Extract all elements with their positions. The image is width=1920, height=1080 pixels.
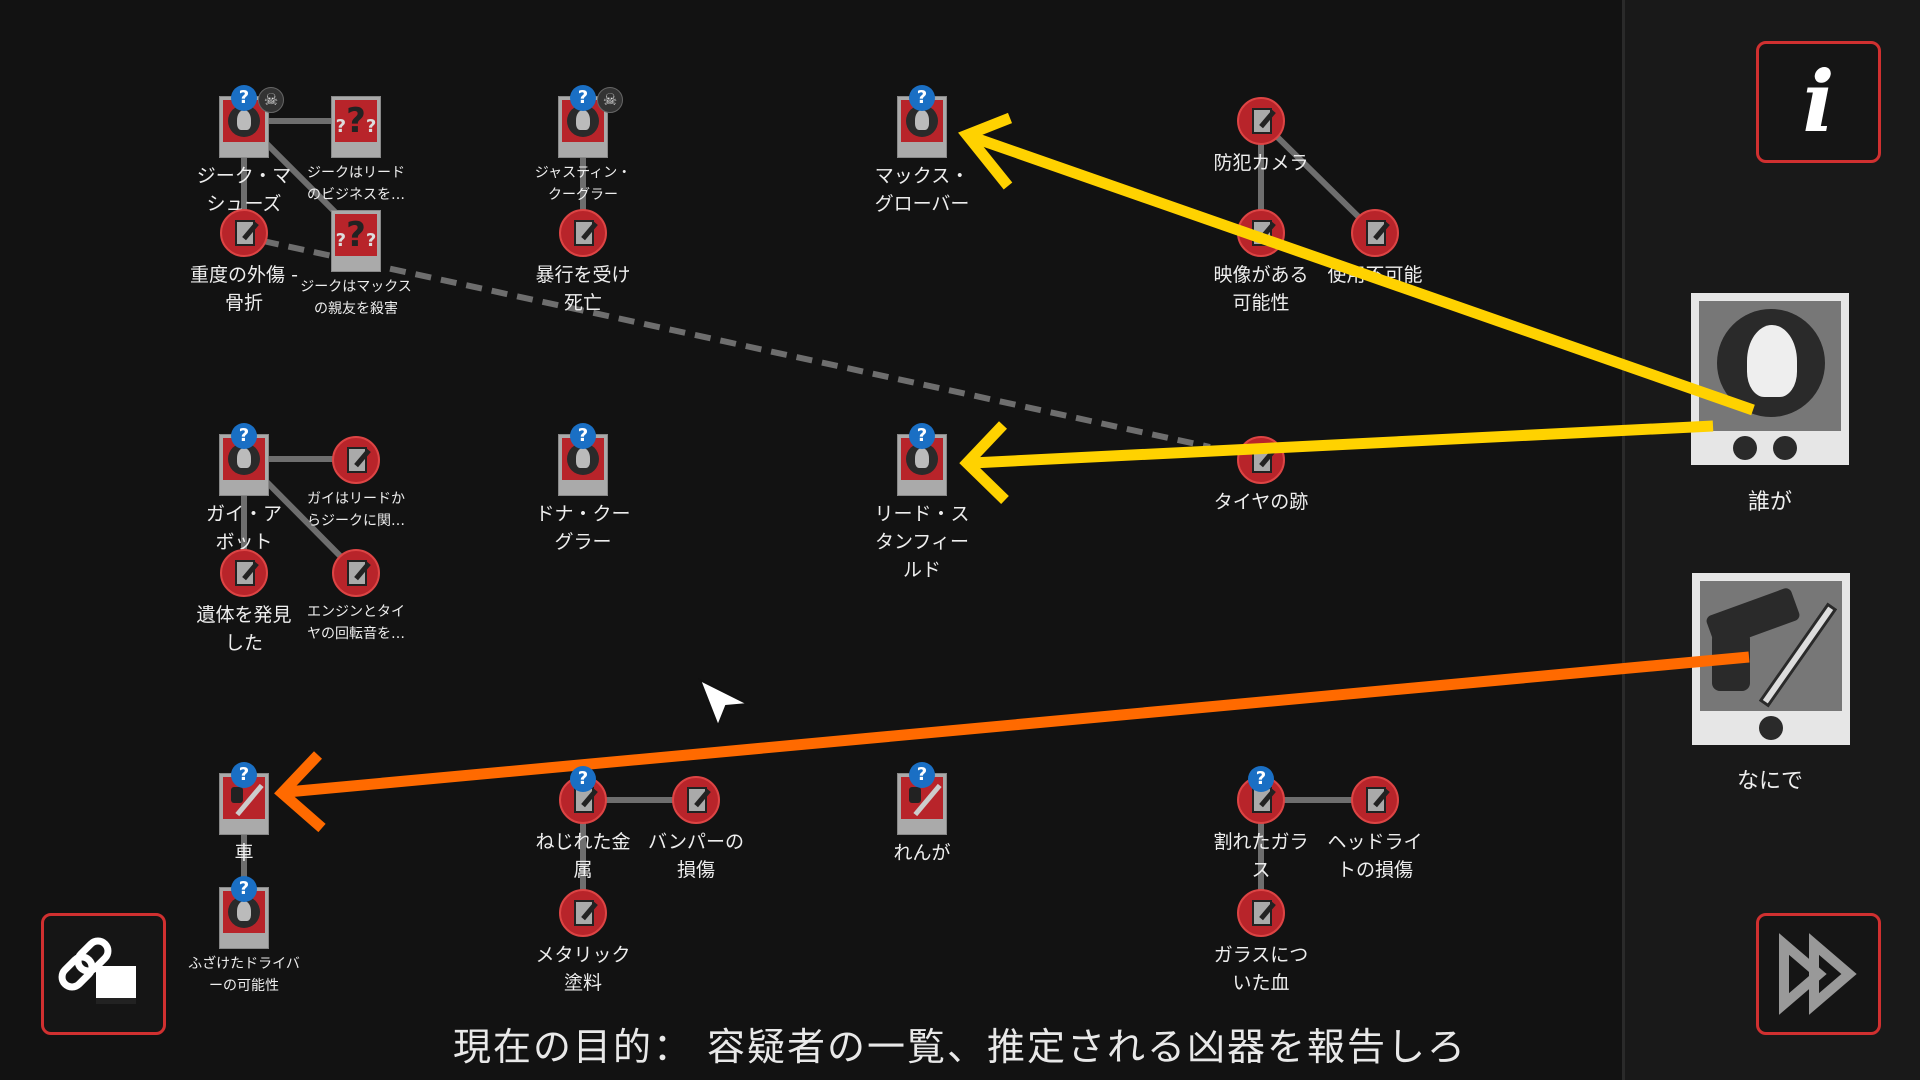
question-badge-icon: ? [909, 423, 935, 449]
question-badge-icon: ? [231, 85, 257, 111]
who-slot[interactable] [1691, 293, 1849, 465]
person-head-icon [1717, 309, 1825, 417]
node-label: ジャスティン・クーグラー [534, 165, 632, 203]
arrowhead-icon [959, 421, 1009, 504]
question-badge-icon: ? [570, 85, 596, 111]
node-label: エンジンとタイヤの回転音を… [307, 604, 405, 642]
skull-icon: ☠ [597, 87, 623, 113]
node-label: ガイはリードからジークに関… [307, 491, 405, 529]
mouse-cursor-icon [698, 677, 752, 734]
next-button[interactable] [1756, 913, 1881, 1035]
node-person-reed[interactable]: ? リード・スタンフィールド [842, 423, 1002, 584]
node-evidence[interactable]: 遺体を発見した [164, 549, 324, 657]
node-label: 映像がある可能性 [1213, 264, 1309, 314]
node-evidence[interactable]: エンジンとタイヤの回転音を… [276, 549, 436, 645]
node-evidence[interactable]: ガラスについた血 [1181, 889, 1341, 997]
skull-icon: ☠ [258, 87, 284, 113]
mystery-icon: ??? [335, 215, 377, 255]
what-label: なにで [1736, 769, 1803, 794]
node-label: ガラスについた血 [1213, 944, 1309, 994]
node-label: 重度の外傷 - 骨折 [190, 264, 298, 314]
node-weapon-brick[interactable]: ? れんが [842, 762, 1002, 867]
node-mystery[interactable]: ??? ジークはマックスの親友を殺害 [276, 210, 436, 320]
node-label: ねじれた金属 [535, 831, 631, 881]
node-label: 暴行を受け死亡 [535, 264, 631, 314]
node-evidence[interactable]: 重度の外傷 - 骨折 [164, 209, 324, 317]
arrowhead-icon [958, 112, 1013, 190]
node-evidence[interactable]: バンパーの損傷 [616, 776, 776, 884]
node-label: マックス・グローバー [874, 165, 970, 215]
node-label: 防犯カメラ [1213, 152, 1309, 174]
node-mystery[interactable]: ??? ジークはリードのビジネスを… [276, 96, 436, 206]
node-label: 遺体を発見した [196, 604, 292, 654]
current-objective: 現在の目的： 容疑者の一覧、推定される凶器を報告しろ [452, 1025, 1468, 1069]
node-label: れんが [893, 842, 951, 864]
question-badge-icon: ? [231, 876, 257, 902]
question-badge-icon: ? [1248, 766, 1274, 792]
node-person-donna[interactable]: ? ドナ・クーグラー [503, 423, 663, 556]
node-label: リード・スタンフィールド [874, 503, 970, 581]
node-evidence[interactable]: 防犯カメラ [1181, 97, 1341, 177]
node-label: メタリック塗料 [535, 944, 631, 994]
node-weapon-car[interactable]: ?車 [164, 762, 324, 867]
node-label: ヘッドライトの損傷 [1327, 831, 1423, 881]
node-label: タイヤの跡 [1213, 491, 1309, 513]
node-evidence[interactable]: 暴行を受け死亡 [503, 209, 663, 317]
node-label: ジークはマックスの親友を殺害 [300, 279, 412, 317]
node-evidence[interactable]: ? ねじれた金属 [503, 766, 663, 884]
node-label: ドナ・クーグラー [535, 503, 631, 553]
node-label: バンパーの損傷 [648, 831, 744, 881]
question-badge-icon: ? [570, 423, 596, 449]
who-arrow-max [970, 131, 1755, 416]
weapon-arrow-car [286, 651, 1750, 798]
info-icon: i [1802, 52, 1835, 151]
who-label: 誰が [1747, 490, 1792, 515]
node-evidence[interactable]: メタリック塗料 [503, 889, 663, 997]
link-button[interactable] [41, 913, 166, 1035]
node-evidence[interactable]: ヘッドライトの損傷 [1295, 776, 1455, 884]
node-label: ジークはリードのビジネスを… [307, 165, 405, 203]
info-button[interactable]: i [1756, 41, 1881, 163]
arrowhead-icon [274, 751, 326, 833]
node-suspect-zeke[interactable]: ?☠ ジーク・マシューズ [164, 85, 324, 218]
who-arrow-reed [971, 420, 1714, 469]
node-person-max[interactable]: ? マックス・グローバー [842, 85, 1002, 218]
node-label: ガイ・アボット [205, 503, 282, 553]
node-label: 割れたガラス [1213, 831, 1309, 881]
fast-forward-icon [1779, 933, 1857, 1015]
node-person-guy[interactable]: ? ガイ・アボット [164, 423, 324, 556]
node-evidence[interactable]: ガイはリードからジークに関… [276, 436, 436, 532]
node-person-driver[interactable]: ? ふざけたドライバーの可能性 [164, 876, 324, 997]
node-label: 車 [234, 842, 254, 864]
node-person-justin[interactable]: ?☠ ジャスティン・クーグラー [503, 85, 663, 206]
question-badge-icon: ? [909, 85, 935, 111]
node-evidence[interactable]: ? 割れたガラス [1181, 766, 1341, 884]
question-badge-icon: ? [570, 766, 596, 792]
node-label: ジーク・マシューズ [196, 165, 292, 215]
question-badge-icon: ? [909, 762, 935, 788]
question-badge-icon: ? [231, 762, 257, 788]
link-icon [58, 937, 136, 1004]
mystery-icon: ??? [335, 101, 377, 141]
question-badge-icon: ? [231, 423, 257, 449]
node-label: ふざけたドライバーの可能性 [188, 956, 300, 994]
